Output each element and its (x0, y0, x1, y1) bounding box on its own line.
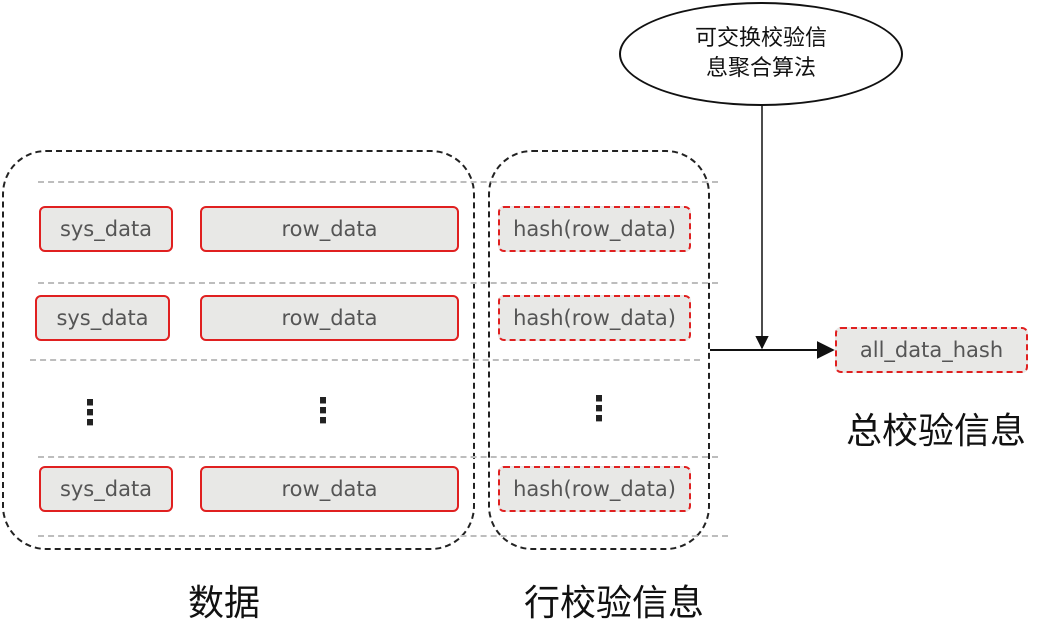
sys-data-box: sys_data (35, 295, 170, 341)
all-data-hash-box: all_data_hash (835, 327, 1028, 373)
row-data-box: row_data (200, 295, 459, 341)
row-separator (30, 359, 700, 361)
row-data-box: row_data (200, 206, 459, 252)
vertical-ellipsis: ⋮ (306, 391, 340, 431)
vertical-ellipsis: ⋮ (582, 389, 616, 429)
data-caption: 数据 (188, 583, 261, 624)
row-hash-box: hash(row_data) (498, 295, 691, 341)
row-separator (38, 535, 728, 537)
row-hash-box: hash(row_data) (498, 466, 691, 512)
data-group-container (2, 150, 475, 550)
row-separator (38, 181, 718, 183)
sys-data-box: sys_data (39, 206, 173, 252)
vertical-ellipsis: ⋮ (73, 393, 107, 433)
row-separator (38, 456, 718, 458)
algorithm-ellipse: 可交换校验信 息聚合算法 (619, 2, 903, 106)
sys-data-box: sys_data (39, 466, 173, 512)
checksum-group-container (488, 150, 710, 550)
total-checksum-caption: 总校验信息 (846, 411, 1027, 452)
algorithm-label-line2: 息聚合算法 (705, 56, 816, 81)
row-checksum-caption: 行校验信息 (524, 583, 705, 624)
row-hash-box: hash(row_data) (498, 206, 691, 252)
row-data-box: row_data (200, 466, 459, 512)
row-separator (38, 282, 718, 284)
algorithm-label-line1: 可交换校验信 (694, 26, 827, 52)
